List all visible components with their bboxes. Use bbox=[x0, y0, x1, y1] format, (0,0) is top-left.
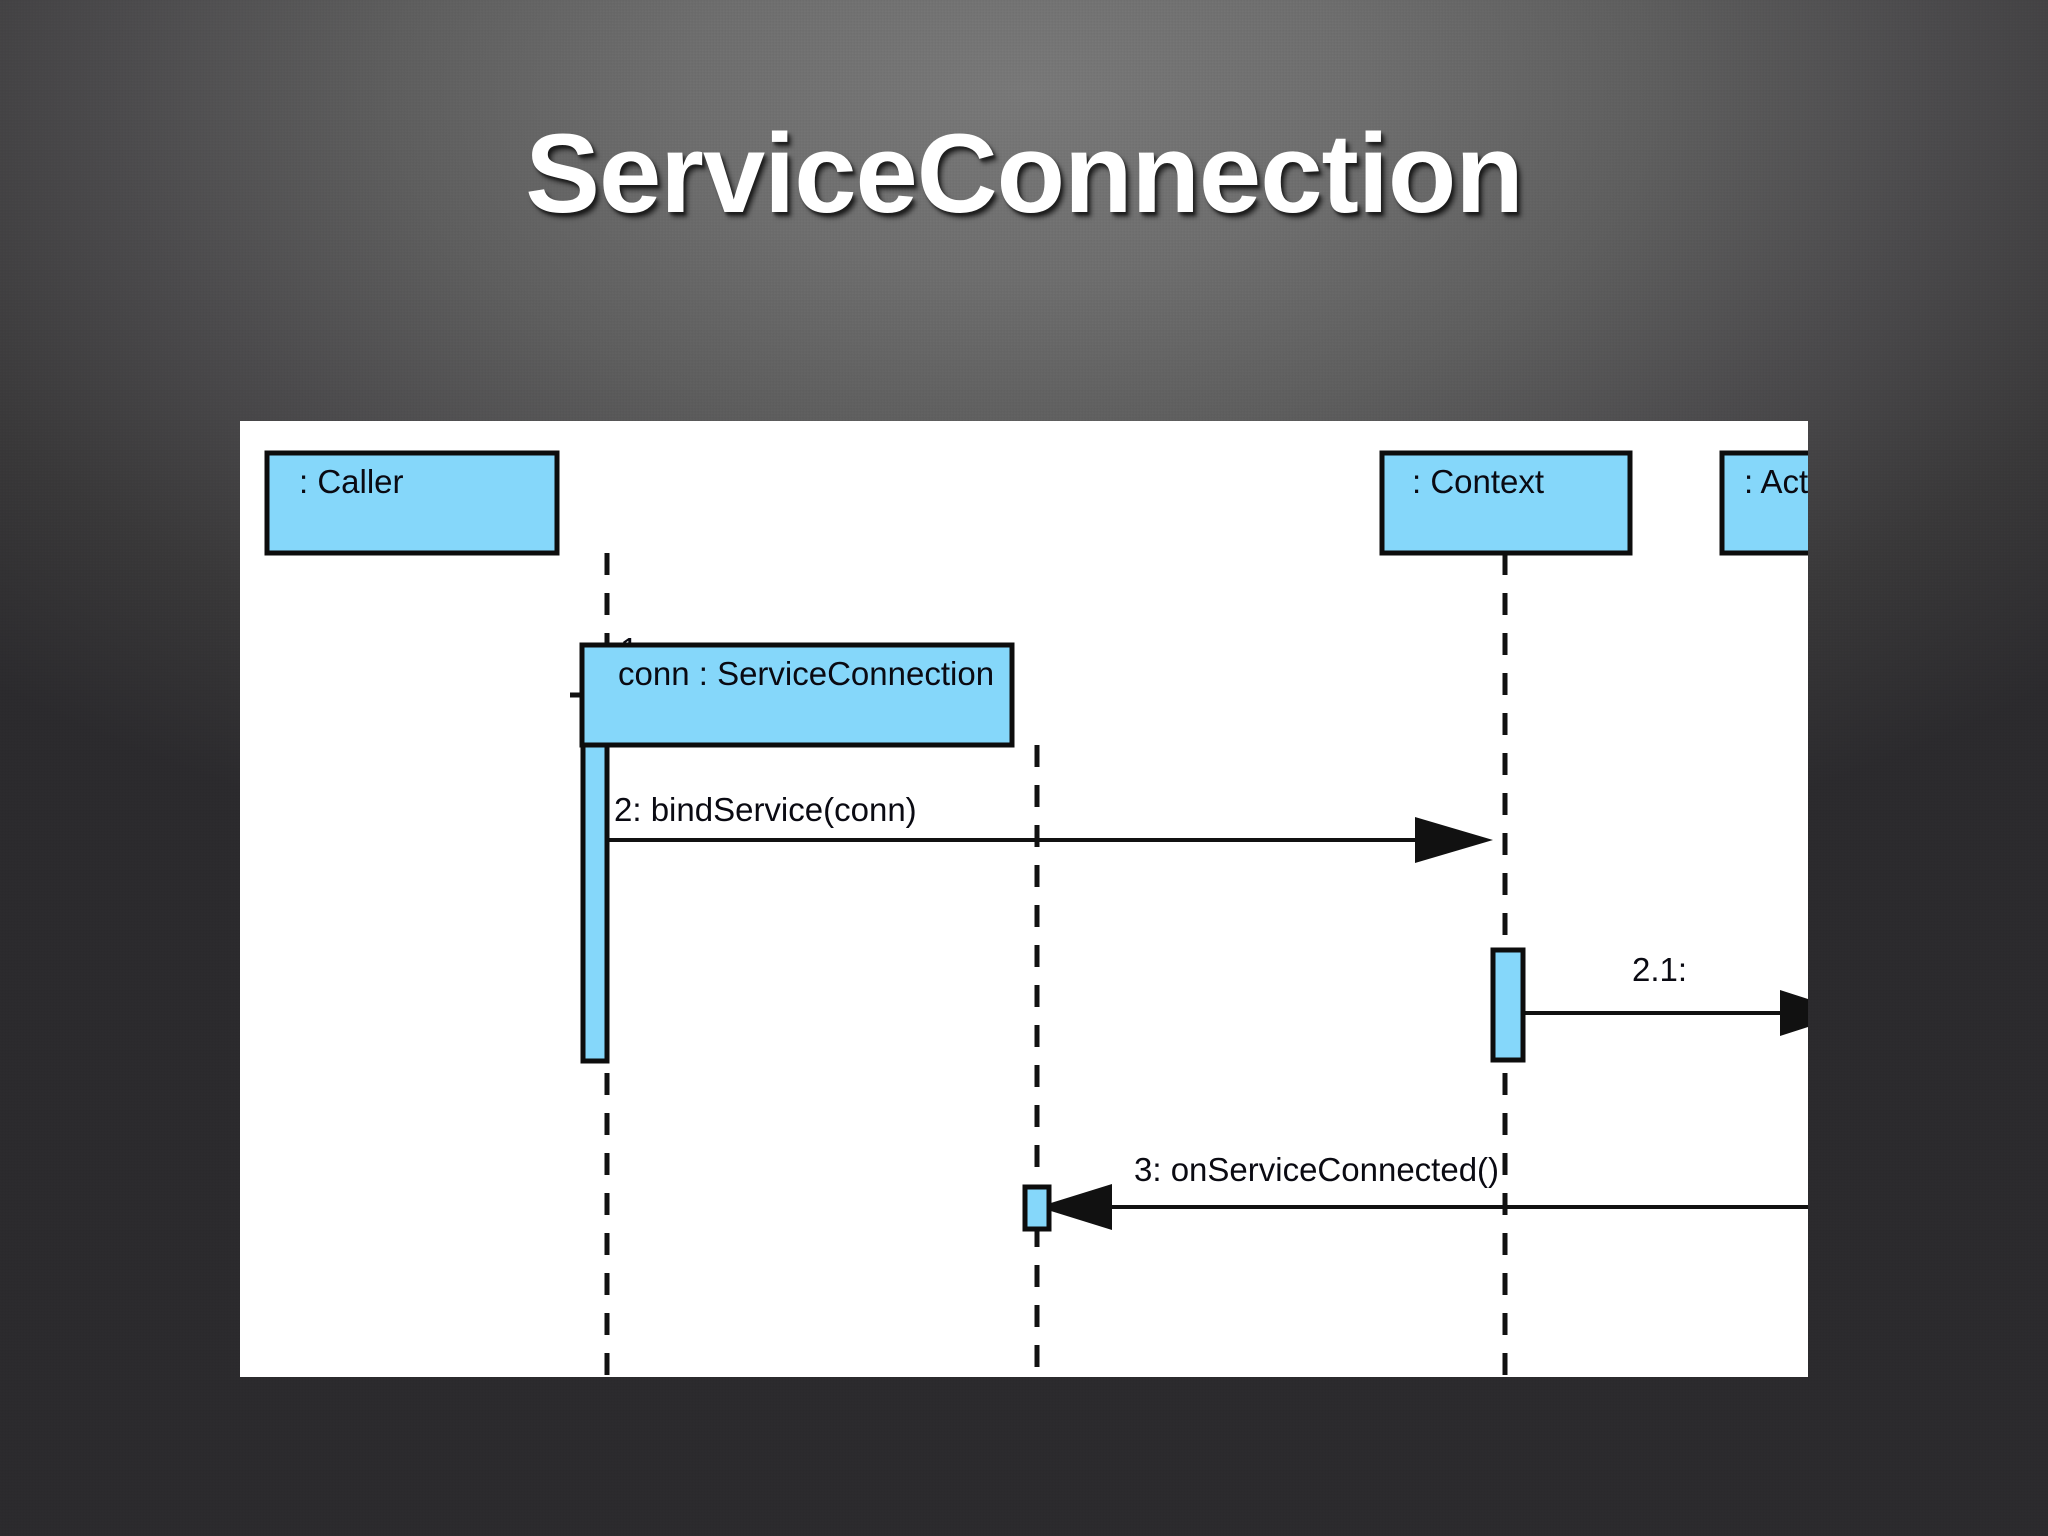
participant-conn-box[interactable] bbox=[579, 642, 1015, 748]
participant-caller-box[interactable] bbox=[264, 450, 560, 556]
activation-bar-caller bbox=[580, 692, 610, 1064]
participant-activitymanager-label: : ActivityManager bbox=[1744, 463, 1808, 500]
participant-activitymanager-box[interactable] bbox=[1719, 450, 1808, 556]
message-3-label: 3: onServiceConnected() bbox=[1134, 1151, 1499, 1188]
message-2-arrowhead-icon bbox=[1415, 817, 1493, 863]
message-2-1-arrowhead-icon bbox=[1780, 990, 1808, 1036]
participant-conn-label: conn : ServiceConnection bbox=[618, 655, 994, 692]
participant-context-box[interactable] bbox=[1379, 450, 1633, 556]
page-title: ServiceConnection bbox=[525, 111, 1524, 236]
message-2-label: 2: bindService(conn) bbox=[614, 791, 917, 828]
participant-context[interactable]: : Context bbox=[1379, 450, 1633, 556]
participant-activitymanager[interactable]: : ActivityManager bbox=[1719, 450, 1808, 556]
message-3-arrowhead-icon bbox=[1038, 1184, 1112, 1230]
uml-sequence-diagram: 1: 2: bindService(conn) 2.1: 3: onServic… bbox=[264, 450, 1808, 1377]
participant-context-label: : Context bbox=[1412, 463, 1544, 500]
participant-caller-label: : Caller bbox=[299, 463, 404, 500]
sequence-diagram-panel: 1: 2: bindService(conn) 2.1: 3: onServic… bbox=[240, 421, 1808, 1377]
activation-bar-conn bbox=[1022, 1184, 1052, 1232]
participant-caller[interactable]: : Caller bbox=[264, 450, 560, 556]
activation-bar-context bbox=[1490, 947, 1526, 1063]
participant-conn[interactable]: conn : ServiceConnection bbox=[579, 642, 1015, 748]
message-2-1-label: 2.1: bbox=[1632, 951, 1687, 988]
